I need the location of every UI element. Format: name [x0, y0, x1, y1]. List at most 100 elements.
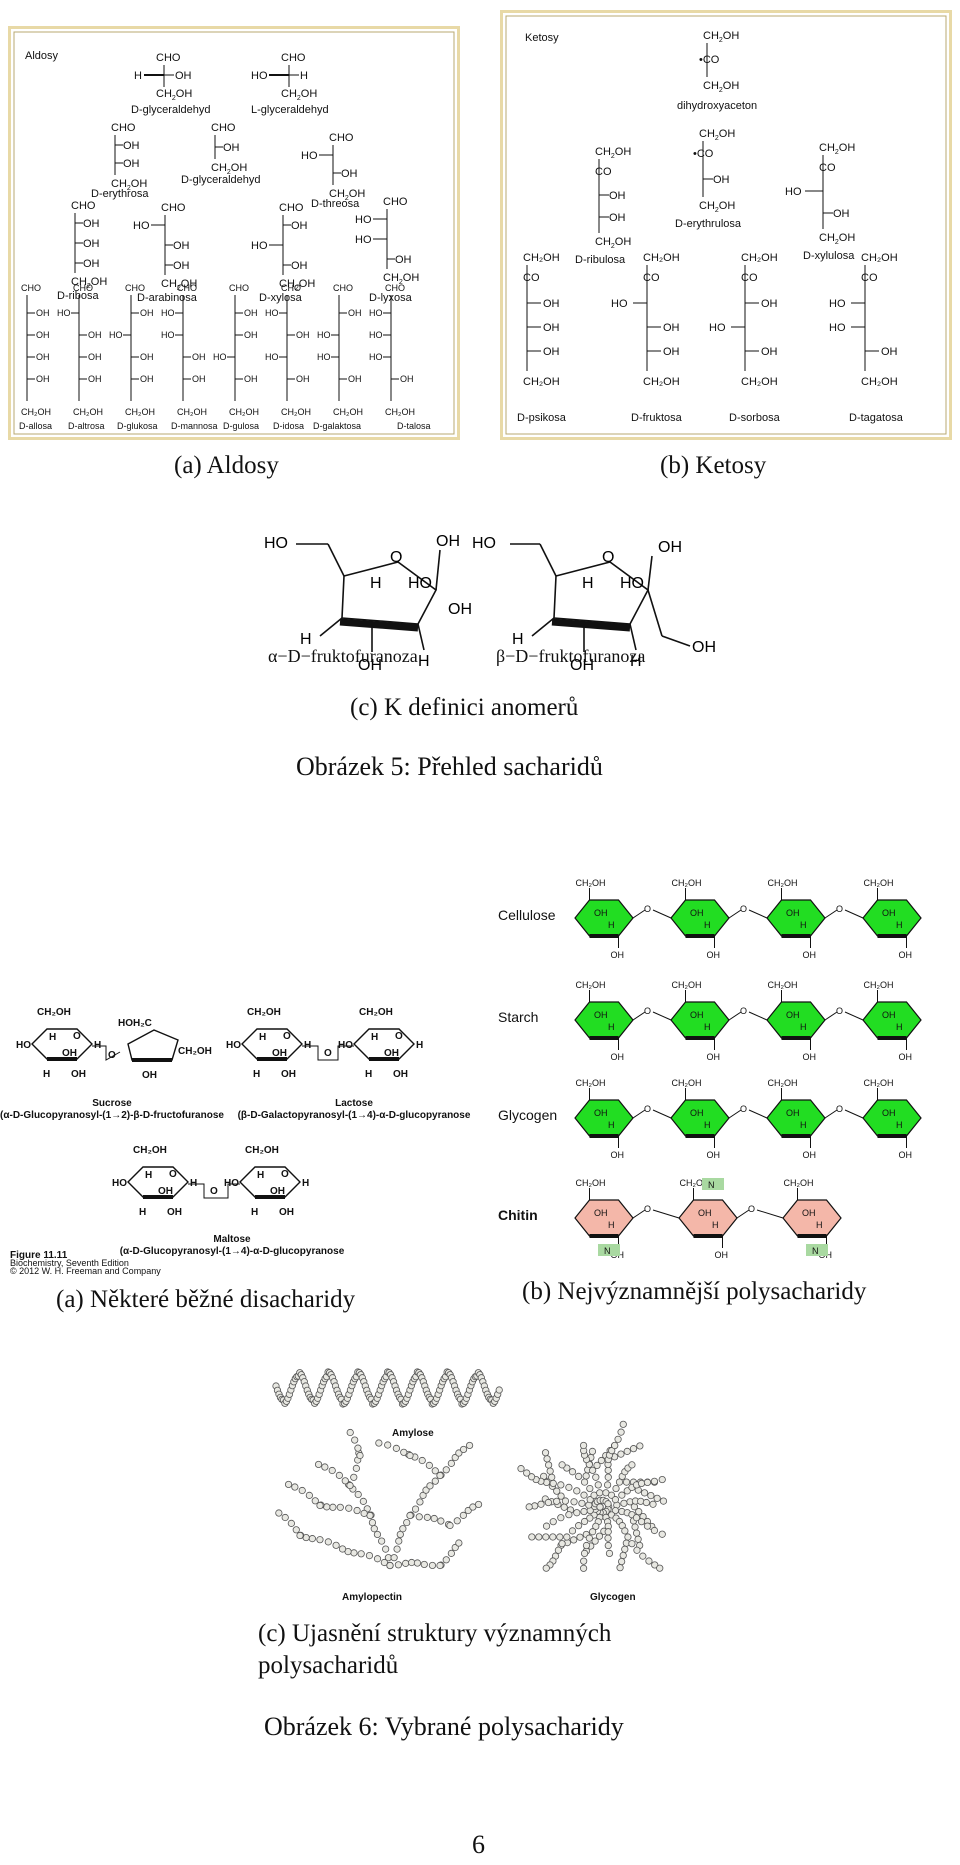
maltose-full: (α-D-Glucopyranosyl-(1→4)-α-D-glucopyran…: [120, 1246, 345, 1257]
svg-text:OH: OH: [663, 346, 680, 358]
svg-text:CH₂OH: CH₂OH: [768, 878, 798, 888]
svg-text:CH₂OH: CH₂OH: [680, 1178, 710, 1188]
dihydroxyacetone: CH2OH •CO CH2OH: [699, 30, 739, 94]
svg-text:H: H: [704, 920, 711, 930]
svg-text:OH: OH: [192, 374, 206, 384]
svg-text:CH2OH: CH2OH: [703, 30, 739, 44]
svg-text:OH: OH: [36, 330, 50, 340]
svg-text:HO: HO: [829, 298, 846, 310]
svg-text:CHO: CHO: [229, 283, 249, 293]
lactose-name: Lactose: [335, 1098, 373, 1109]
svg-text:OH: OH: [707, 1052, 721, 1062]
svg-text:OH: OH: [803, 950, 817, 960]
svg-text:HO: HO: [265, 308, 279, 318]
caption-5a: (a) Aldosy: [174, 452, 279, 479]
lactose-full: (β-D-Galactopyranosyl-(1→4)-α-D-glucopyr…: [238, 1110, 471, 1121]
svg-text:OH: OH: [611, 1052, 625, 1062]
compound-label: D-gulosa: [223, 421, 259, 431]
svg-text:HO: HO: [161, 330, 175, 340]
svg-text:H: H: [371, 1032, 378, 1043]
svg-text:CO: CO: [595, 166, 612, 178]
svg-text:HOH₂C: HOH₂C: [118, 1018, 152, 1029]
svg-text:H: H: [800, 1022, 807, 1032]
svg-text:H: H: [365, 1069, 372, 1080]
svg-text:H: H: [608, 920, 615, 930]
svg-text:OH: OH: [173, 240, 190, 252]
svg-text:CH2OH: CH2OH: [595, 146, 631, 160]
caption-5b: (b) Ketosy: [660, 452, 767, 479]
svg-text:CH2OH: CH2OH: [161, 278, 197, 292]
compound-label: D-sorbosa: [729, 412, 781, 424]
svg-text:OH: OH: [272, 1048, 287, 1059]
svg-text:HO: HO: [317, 352, 331, 362]
sucrose-full: (α-D-Glucopyranosyl-(1→2)-β-D-fructofura…: [0, 1110, 224, 1121]
svg-text:CH₂OH: CH₂OH: [768, 980, 798, 990]
compound-label: D-allosa: [19, 421, 52, 431]
svg-text:•CO: •CO: [699, 54, 720, 66]
svg-text:H: H: [800, 920, 807, 930]
svg-text:OH: OH: [384, 1048, 399, 1059]
svg-text:CH2OH: CH2OH: [156, 88, 192, 102]
compound-label: D-arabinosa: [137, 292, 198, 304]
erythrulose: CH2OH •CO OH CH2OH: [693, 128, 735, 214]
svg-text:CH₂OH: CH₂OH: [21, 407, 51, 417]
svg-text:H: H: [370, 575, 382, 592]
svg-text:CO: CO: [523, 272, 540, 284]
sucrose-name: Sucrose: [92, 1098, 132, 1109]
compound-label: D-erythrulosa: [675, 218, 742, 230]
page-number: 6: [472, 1830, 485, 1859]
svg-text:OH: OH: [270, 1186, 285, 1197]
svg-text:OH: OH: [71, 1069, 86, 1080]
svg-text:CH₂OH: CH₂OH: [672, 980, 702, 990]
svg-text:CH₂OH: CH₂OH: [385, 407, 415, 417]
svg-text:OH: OH: [291, 220, 308, 232]
svg-text:O: O: [748, 1204, 755, 1214]
svg-text:OH: OH: [658, 539, 682, 556]
svg-text:OH: OH: [899, 1150, 913, 1160]
svg-text:OH: OH: [570, 657, 594, 674]
svg-text:H: H: [704, 1022, 711, 1032]
svg-text:H: H: [704, 1120, 711, 1130]
svg-text:OH: OH: [761, 346, 778, 358]
svg-text:H: H: [300, 70, 308, 82]
svg-text:OH: OH: [543, 322, 560, 334]
threose: CHO HO OH CH2OH: [301, 132, 365, 202]
compound-label: D-glyceraldehyd: [131, 104, 210, 116]
svg-text:O: O: [395, 1031, 403, 1042]
svg-text:CH2OH: CH2OH: [279, 278, 315, 292]
caption-6a: (a) Některé běžné disacharidy: [56, 1286, 356, 1313]
svg-text:OH: OH: [36, 374, 50, 384]
svg-text:OH: OH: [594, 908, 608, 918]
svg-text:O: O: [210, 1186, 218, 1197]
svg-text:O: O: [740, 1104, 747, 1114]
compound-label: D-fruktosa: [631, 412, 683, 424]
svg-text:OH: OH: [395, 254, 412, 266]
row-label-cellulose: Cellulose: [498, 907, 556, 923]
svg-text:CHO: CHO: [385, 283, 405, 293]
compound-label: D-tagatosa: [849, 412, 904, 424]
svg-text:CH2OH: CH2OH: [699, 200, 735, 214]
figure-book: Biochemistry, Seventh Edition: [10, 1258, 129, 1268]
svg-text:OH: OH: [140, 352, 154, 362]
compound-label: D-ribulosa: [575, 254, 626, 266]
glyceraldehyde-mid: CHO OH CH2OH: [211, 122, 247, 176]
svg-text:OH: OH: [436, 533, 460, 550]
svg-text:CH₂OH: CH₂OH: [333, 407, 363, 417]
svg-text:OH: OH: [296, 374, 310, 384]
svg-text:OH: OH: [348, 374, 362, 384]
svg-text:CH2OH: CH2OH: [819, 142, 855, 156]
svg-text:OH: OH: [882, 1108, 896, 1118]
svg-text:OH: OH: [715, 1250, 729, 1260]
svg-text:N: N: [708, 1180, 715, 1190]
svg-text:OH: OH: [88, 352, 102, 362]
svg-text:HO: HO: [57, 308, 71, 318]
svg-text:H: H: [416, 1040, 423, 1051]
svg-text:OH: OH: [400, 374, 414, 384]
svg-text:OH: OH: [690, 908, 704, 918]
svg-text:OH: OH: [803, 1150, 817, 1160]
